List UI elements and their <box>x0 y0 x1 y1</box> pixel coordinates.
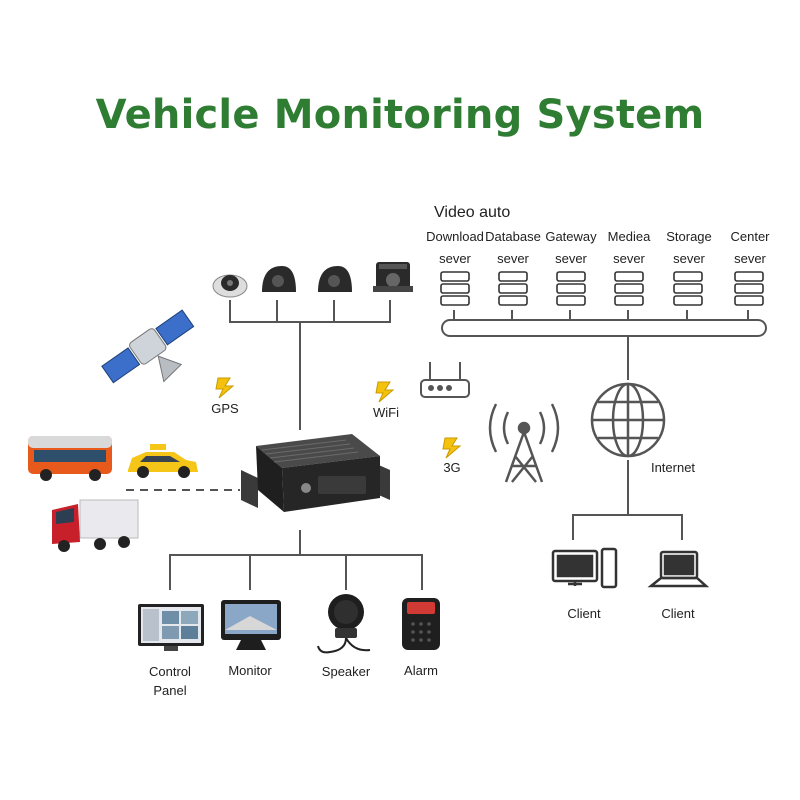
client-label: Client <box>567 606 601 621</box>
control-panel-label-line2: Panel <box>153 683 187 698</box>
internet-globe-icon <box>590 382 666 458</box>
cellular-label: 3G <box>443 460 461 475</box>
satellite-icon <box>101 309 195 384</box>
wifi-label: WiFi <box>373 405 399 420</box>
speaker-icon <box>317 594 371 654</box>
reversing-camera-icon <box>373 262 413 292</box>
server-sub-gateway: sever <box>555 251 587 266</box>
server-label-database: Database <box>485 229 541 244</box>
truck-icon <box>52 499 139 552</box>
server-sub-storage: sever <box>673 251 705 266</box>
server-sub-download: sever <box>439 251 471 266</box>
server-label-storage: Storage <box>666 229 712 244</box>
alarm-icon <box>402 598 440 650</box>
dome-camera-icon <box>212 274 248 298</box>
gps-label: GPS <box>211 401 239 416</box>
taxi-icon <box>128 444 198 478</box>
server-sub-database: sever <box>497 251 529 266</box>
server-label-download: Download <box>426 229 484 244</box>
control-panel-monitor-icon <box>138 604 204 651</box>
desktop-computer-icon <box>551 547 618 589</box>
side-camera-icon <box>318 266 352 292</box>
server-sub-center: sever <box>734 251 766 266</box>
monitor-label: Monitor <box>228 663 272 678</box>
cell-tower-icon <box>488 403 560 483</box>
server-sub-media: sever <box>613 251 645 266</box>
mobile-dvr-icon <box>241 434 390 512</box>
server-rack-icons <box>440 271 764 306</box>
server-label-media: Mediea <box>607 229 651 244</box>
internet-label: Internet <box>650 460 696 475</box>
lightning-icon <box>442 437 462 459</box>
server-label-center: Center <box>730 229 770 244</box>
speaker-label: Speaker <box>321 664 371 679</box>
connector-lines <box>126 300 749 590</box>
server-bus <box>441 319 767 337</box>
server-label-gateway: Gateway <box>545 229 597 244</box>
server-group-header: Video auto <box>434 204 511 221</box>
alarm-label: Alarm <box>404 663 438 678</box>
monitor-icon <box>221 600 281 650</box>
bus-icon <box>28 436 112 481</box>
client-label: Client <box>661 606 695 621</box>
lightning-icon <box>375 381 395 403</box>
control-panel-label-line1: Control <box>149 664 191 679</box>
lightning-icon <box>215 377 235 399</box>
laptop-icon <box>647 550 710 588</box>
diagram-title: Vehicle Monitoring System <box>95 92 705 138</box>
wifi-router-icon <box>420 362 470 398</box>
side-camera-icon <box>262 266 296 292</box>
